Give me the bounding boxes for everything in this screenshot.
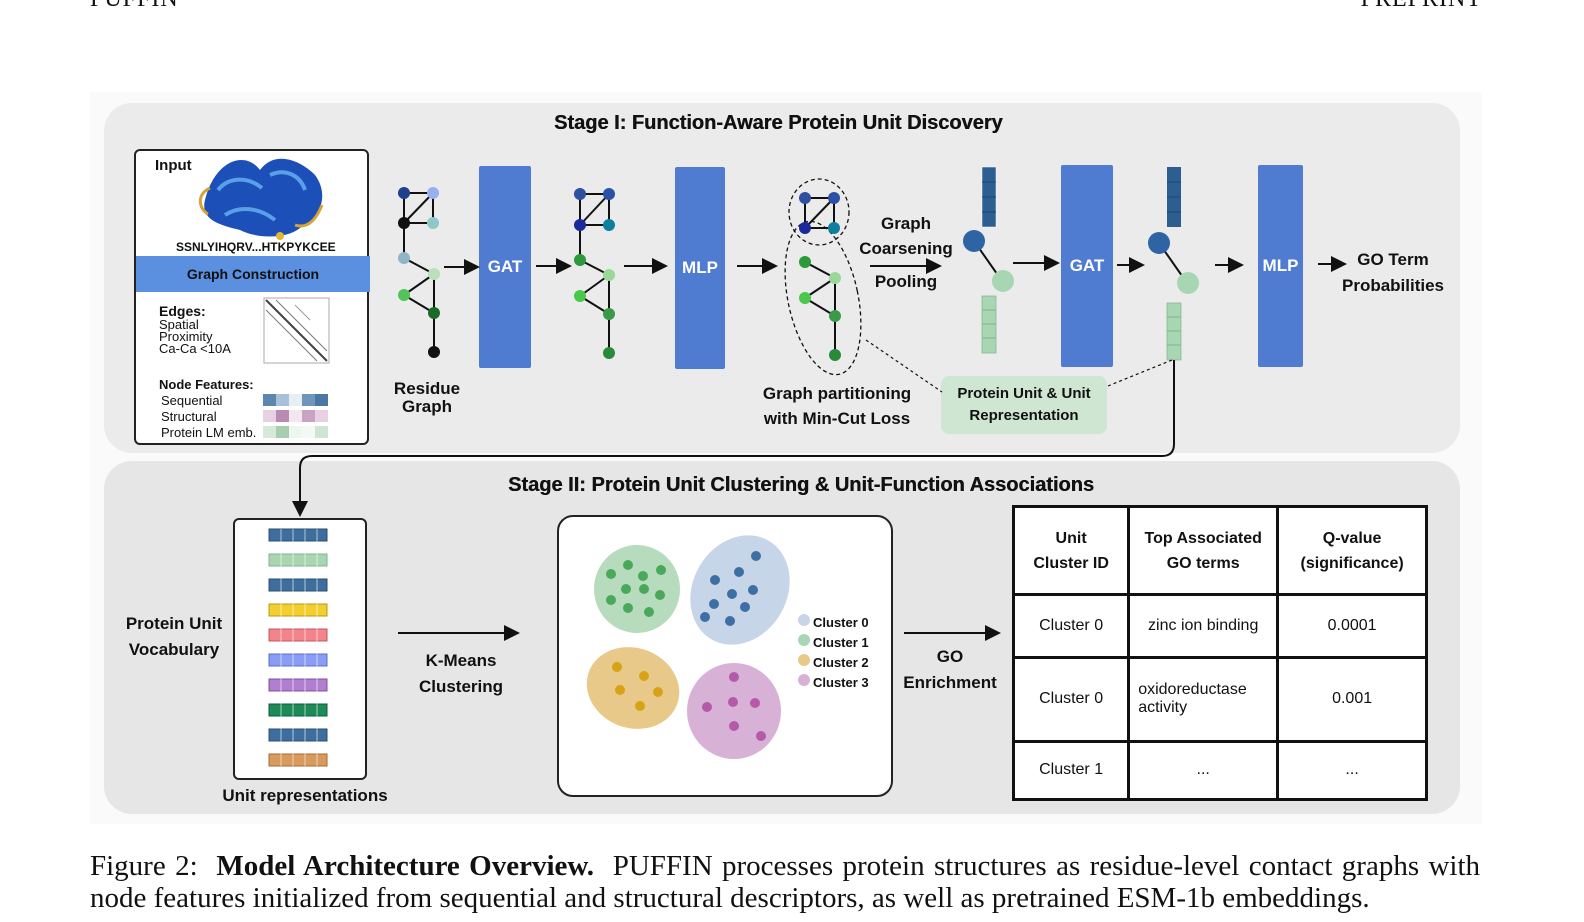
gat-block-1: GAT	[479, 166, 531, 368]
contact-map-image	[263, 297, 330, 364]
coarsened-graph-1	[963, 166, 1014, 354]
protein-structure-image	[198, 158, 324, 240]
stage-connector-arrow	[292, 360, 1175, 517]
running-header-left: PUFFIN	[90, 0, 179, 13]
edges-line: Ca-Ca <10A	[159, 341, 231, 356]
legend-item: Cluster 1	[813, 635, 869, 650]
stage-2-title: Stage II: Protein Unit Clustering & Unit…	[508, 474, 1094, 496]
graph-construction-bar: Graph Construction	[136, 256, 370, 292]
running-header-right: PREPRINT	[1361, 0, 1482, 13]
partitioned-graph	[784, 178, 862, 376]
unit-representations-label: Unit representations	[222, 786, 388, 805]
residue-graph-2	[574, 188, 615, 359]
table-cell: zinc ion binding	[1127, 593, 1280, 659]
node-feature-label: Protein LM emb.	[161, 425, 257, 440]
legend-item: Cluster 3	[813, 675, 869, 690]
node-features-title: Node Features:	[159, 377, 254, 392]
gat-block-2: GAT	[1061, 165, 1113, 367]
legend-item: Cluster 0	[813, 615, 869, 630]
edges-title: Edges:	[159, 303, 206, 319]
input-label: Input	[155, 157, 192, 174]
stage-1-title: Stage I: Function-Aware Protein Unit Dis…	[554, 112, 1003, 134]
node-feature-squares	[263, 394, 328, 438]
table-cell: 0.0001	[1276, 593, 1428, 659]
node-feature-label: Structural	[161, 409, 217, 424]
table-cell: ...	[1127, 739, 1280, 802]
node-feature-label: Sequential	[161, 393, 223, 408]
table-cell: Cluster 0	[1011, 655, 1131, 743]
edges-line: Proximity	[159, 329, 213, 344]
sequence-text: SSNLYIHQRV...HTKPYKCEE	[176, 240, 336, 254]
table-cell: Cluster 0	[1011, 593, 1131, 659]
table-header: Q-value(significance)	[1276, 504, 1428, 597]
cluster-legend: Cluster 0 Cluster 1 Cluster 2 Cluster 3	[813, 613, 869, 693]
flow-arrows	[398, 255, 1347, 641]
table-cell: oxidoreductase activity	[1127, 655, 1280, 743]
vocabulary-bars	[268, 528, 328, 767]
legend-item: Cluster 2	[813, 655, 869, 670]
table-row: Cluster 0 oxidoreductase activity 0.001	[1011, 655, 1428, 743]
table-row: Cluster 0 zinc ion binding 0.0001	[1011, 593, 1428, 659]
table-cell: Cluster 1	[1011, 739, 1131, 802]
coarsened-graph-2	[1148, 167, 1199, 361]
residue-graph-1	[398, 187, 440, 358]
legend-markers	[798, 614, 810, 686]
cluster-plot	[586, 535, 790, 759]
mlp-block-1: MLP	[675, 167, 725, 369]
edges-line: Spatial	[159, 317, 199, 332]
table-cell: 0.001	[1276, 655, 1428, 743]
table-cell: ...	[1276, 739, 1428, 802]
mlp-block-2: MLP	[1258, 165, 1303, 367]
table-row: Cluster 1 ... ...	[1011, 739, 1428, 802]
figure-caption: Figure 2: Model Architecture Overview. P…	[90, 850, 1481, 914]
